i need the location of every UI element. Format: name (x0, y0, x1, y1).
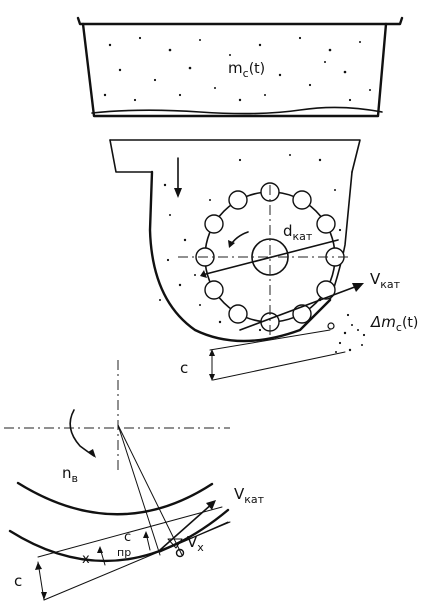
svg-text:Vкат: Vкат (370, 270, 401, 291)
roller-arc (16, 481, 214, 516)
rotation-n: nв (62, 409, 96, 485)
svg-text:cпр: cпр (117, 530, 131, 559)
radius-line-2 (117, 424, 183, 556)
velocity-top: Vкат (239, 270, 401, 331)
radius-line-1 (117, 424, 161, 556)
svg-text:Vкат: Vкат (234, 485, 265, 506)
svg-text:c: c (14, 572, 22, 590)
svg-text:nв: nв (62, 464, 78, 485)
hopper: mc(t) (76, 16, 404, 118)
svg-text:x: x (82, 552, 90, 567)
delta-mass-label: Δmc(t) (370, 313, 418, 334)
x-dimension: x (82, 546, 106, 567)
diameter-line (201, 239, 339, 276)
housing-arc (8, 508, 230, 563)
vx-label: Vx (187, 533, 204, 554)
svg-text:c: c (180, 359, 188, 377)
clearance-top: c (180, 329, 346, 381)
clearance-bottom: c (14, 561, 47, 601)
hopper-mass-label: mc(t) (228, 59, 265, 80)
velocity-bottom: Vкат (159, 485, 265, 551)
diameter-label: dкат (283, 222, 313, 243)
hopper-seeds (103, 36, 371, 102)
falling-seeds (327, 313, 366, 353)
